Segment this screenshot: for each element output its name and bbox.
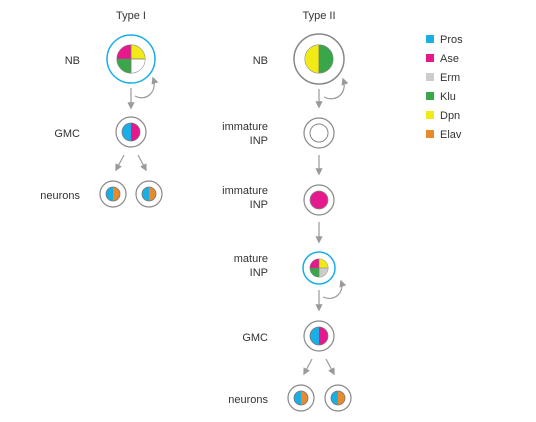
type1-title: Type I — [116, 10, 146, 22]
type2-neuron-left — [287, 384, 315, 412]
type2-neuron-right — [324, 384, 352, 412]
type2-immature-inp-2 — [303, 184, 335, 216]
type2-mature-label-1: mature — [234, 253, 268, 265]
legend-swatch-elav — [426, 130, 434, 138]
type1-nb-label: NB — [65, 55, 80, 67]
type2-gmc-to-neuron-left-arrow — [303, 358, 313, 376]
legend-swatch-klu — [426, 92, 434, 100]
type2-nb-cell — [293, 33, 345, 85]
type2-nb-label: NB — [253, 55, 268, 67]
legend-swatch-erm — [426, 73, 434, 81]
type1-gmc-label: GMC — [54, 128, 80, 140]
legend-swatch-pros — [426, 35, 434, 43]
type2-immature-inp-1 — [303, 117, 335, 149]
legend-item-pros: Pros — [426, 34, 463, 46]
legend-label-erm: Erm — [440, 72, 460, 84]
legend: Pros Ase Erm Klu Dpn Elav — [426, 34, 463, 141]
legend-label-pros: Pros — [440, 34, 463, 46]
type2-immature1-label-1: immature — [222, 121, 268, 133]
type1-gmc-to-neuron-right-arrow — [137, 154, 147, 172]
type2-immature2-label-1: immature — [222, 185, 268, 197]
type1-neuron-right — [135, 180, 163, 208]
type1-neuron-left — [99, 180, 127, 208]
type2-mature-label-2: INP — [250, 267, 268, 279]
type1-nb-cell — [106, 34, 156, 84]
legend-item-erm: Erm — [426, 72, 460, 84]
type2-neurons-label: neurons — [228, 394, 268, 406]
type2-gmc-to-neuron-right-arrow — [325, 358, 335, 376]
type1-self-renew-arrow — [134, 76, 159, 99]
legend-swatch-dpn — [426, 111, 434, 119]
legend-item-elav: Elav — [426, 129, 462, 141]
legend-label-klu: Klu — [440, 91, 456, 103]
legend-label-ase: Ase — [440, 53, 459, 65]
type2-mature-inp-cell — [302, 251, 336, 285]
legend-item-dpn: Dpn — [426, 110, 460, 122]
type2-title: Type II — [302, 10, 335, 22]
type2-mature-self-renew-arrow — [322, 279, 347, 299]
legend-label-dpn: Dpn — [440, 110, 460, 122]
type2-immature1-label-2: INP — [250, 135, 268, 147]
legend-item-ase: Ase — [426, 53, 459, 65]
type1-gmc-cell — [115, 116, 147, 148]
legend-item-klu: Klu — [426, 91, 456, 103]
type1-neurons-label: neurons — [40, 190, 80, 202]
type1-gmc-to-neuron-left-arrow — [115, 154, 125, 172]
legend-swatch-ase — [426, 54, 434, 62]
type2-gmc-label: GMC — [242, 332, 268, 344]
type2-gmc-cell — [303, 320, 335, 352]
type2-self-renew-arrow — [323, 77, 349, 100]
legend-label-elav: Elav — [440, 129, 462, 141]
type2-immature2-label-2: INP — [250, 199, 268, 211]
